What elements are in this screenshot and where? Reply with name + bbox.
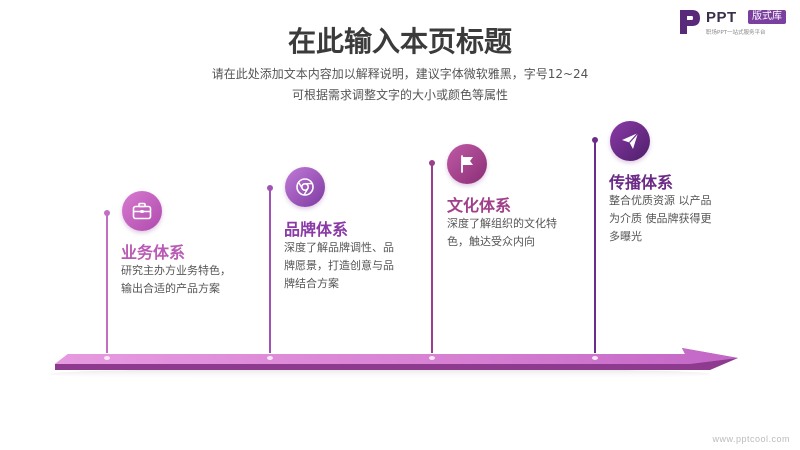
item-3-desc: 深度了解组织的文化特 色，触达受众内向	[447, 215, 587, 251]
item-2-desc-line-1: 深度了解品牌调性、品	[284, 241, 394, 254]
item-1-desc: 研究主办方业务特色， 输出合适的产品方案	[121, 262, 271, 298]
logo-p-icon	[680, 10, 700, 34]
brand-logo: PPT 版式库 职场PPT一站式服务平台	[678, 6, 796, 40]
timeline-marker-2	[267, 356, 273, 360]
page-subtitle: 请在此处添加文本内容加以解释说明，建议字体微软雅黑，字号12~24 可根据需求调…	[0, 64, 800, 106]
timeline-marker-1	[104, 356, 110, 360]
item-4-desc-line-3: 多曝光	[609, 230, 642, 243]
timeline-marker-4	[592, 356, 598, 360]
item-3-icon-badge	[447, 144, 487, 184]
item-1-title: 业务体系	[121, 243, 186, 262]
item-4-desc-line-1: 整合优质资源 以产品	[609, 194, 712, 207]
connector-dot-4	[592, 137, 598, 143]
item-2-desc-line-2: 牌愿景，打造创意与品	[284, 259, 394, 272]
item-4-desc-line-2: 为介质 使品牌获得更	[609, 212, 712, 225]
item-4-title: 传播体系	[609, 173, 674, 192]
item-4-desc: 整合优质资源 以产品 为介质 使品牌获得更 多曝光	[609, 192, 749, 246]
connector-dot-3	[429, 160, 435, 166]
timeline-arrow	[50, 348, 738, 380]
logo-badge: 版式库	[748, 10, 786, 24]
item-1-icon-badge	[122, 191, 162, 231]
subtitle-line-2: 可根据需求调整文字的大小或颜色等属性	[291, 88, 508, 102]
logo-tagline: 职场PPT一站式服务平台	[706, 30, 766, 36]
item-3-desc-line-1: 深度了解组织的文化特	[447, 217, 557, 230]
timeline-connector-1	[106, 213, 108, 353]
item-2-title: 品牌体系	[284, 220, 349, 239]
connector-dot-1	[104, 210, 110, 216]
item-4-icon-badge	[610, 121, 650, 161]
timeline-marker-3	[429, 356, 435, 360]
subtitle-line-1: 请在此处添加文本内容加以解释说明，建议字体微软雅黑，字号12~24	[211, 67, 589, 81]
paper-plane-icon	[622, 132, 639, 149]
connector-dot-2	[267, 185, 273, 191]
flag-icon	[461, 155, 473, 173]
timeline-connector-4	[594, 140, 596, 353]
item-3-title: 文化体系	[447, 196, 512, 215]
item-2-desc: 深度了解品牌调性、品 牌愿景，打造创意与品 牌结合方案	[284, 239, 424, 293]
item-2-icon-badge	[285, 167, 325, 207]
item-1-desc-line-1: 研究主办方业务特色，	[121, 264, 231, 277]
item-1-desc-line-2: 输出合适的产品方案	[121, 282, 220, 295]
timeline-connector-3	[431, 163, 433, 353]
briefcase-icon	[132, 202, 152, 220]
timeline-connector-2	[269, 188, 271, 353]
chrome-icon	[296, 178, 314, 196]
watermark: www.pptcool.com	[712, 434, 790, 444]
page-title: 在此输入本页标题	[287, 25, 512, 58]
item-2-desc-line-3: 牌结合方案	[284, 277, 339, 290]
logo-wordmark: PPT	[706, 9, 737, 26]
item-3-desc-line-2: 色，触达受众内向	[447, 235, 535, 248]
